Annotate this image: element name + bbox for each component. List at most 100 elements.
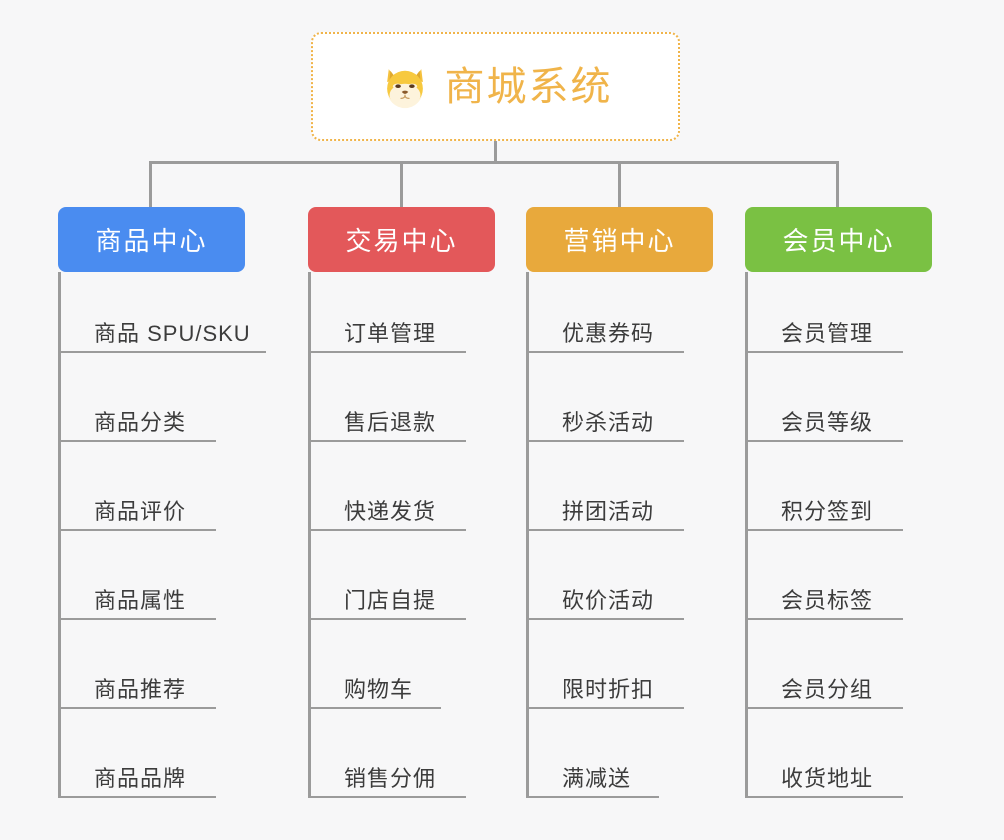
list-item[interactable]: 商品品牌 <box>58 717 245 806</box>
list-item[interactable]: 商品推荐 <box>58 628 245 717</box>
connector-horizontal-bus <box>149 161 839 164</box>
leaf-underline <box>311 707 441 709</box>
leaf-label: 拼团活动 <box>562 499 655 524</box>
leaf-underline <box>748 529 903 531</box>
list-item[interactable]: 商品属性 <box>58 539 245 628</box>
leaf-underline <box>311 440 466 442</box>
leaf-underline <box>529 351 684 353</box>
leaf-underline <box>529 618 684 620</box>
leaf-underline <box>311 618 466 620</box>
leaf-label: 商品 SPU/SKU <box>94 321 251 346</box>
leaf-underline <box>311 351 466 353</box>
leaf-label: 销售分佣 <box>344 766 437 791</box>
leaf-underline <box>748 796 903 798</box>
column-header-1[interactable]: 商品中心 <box>58 207 245 272</box>
column-branch-1: 商品 SPU/SKU 商品分类商品评价商品属性商品推荐商品品牌 <box>58 272 266 806</box>
leaf-label: 秒杀活动 <box>562 410 655 435</box>
column-2: 交易中心订单管理售后退款快递发货门店自提购物车销售分佣 <box>308 207 495 806</box>
list-item[interactable]: 会员管理 <box>745 272 932 361</box>
list-item[interactable]: 限时折扣 <box>526 628 713 717</box>
list-item[interactable]: 会员标签 <box>745 539 932 628</box>
root-node[interactable]: 商城系统 <box>311 32 680 141</box>
shiba-dog-icon <box>379 61 431 113</box>
connector-root-stem <box>494 141 497 163</box>
column-spine-1 <box>58 272 61 798</box>
list-item[interactable]: 砍价活动 <box>526 539 713 628</box>
list-item[interactable]: 商品 SPU/SKU <box>58 272 266 361</box>
leaf-underline <box>61 351 266 353</box>
connector-drop-2 <box>400 161 403 207</box>
connector-drop-3 <box>618 161 621 207</box>
leaf-label: 会员等级 <box>781 410 874 435</box>
leaf-label: 优惠券码 <box>562 321 655 346</box>
list-item[interactable]: 商品分类 <box>58 361 245 450</box>
list-item[interactable]: 秒杀活动 <box>526 361 713 450</box>
column-header-3[interactable]: 营销中心 <box>526 207 713 272</box>
list-item[interactable]: 门店自提 <box>308 539 495 628</box>
list-item[interactable]: 收货地址 <box>745 717 932 806</box>
column-spine-3 <box>526 272 529 798</box>
column-spine-2 <box>308 272 311 798</box>
root-title: 商城系统 <box>444 64 613 109</box>
list-item[interactable]: 会员分组 <box>745 628 932 717</box>
leaf-underline <box>311 796 466 798</box>
list-item[interactable]: 商品评价 <box>58 450 245 539</box>
leaf-label: 限时折扣 <box>562 677 655 702</box>
list-item[interactable]: 购物车 <box>308 628 495 717</box>
list-item[interactable]: 拼团活动 <box>526 450 713 539</box>
leaf-list-3: 优惠券码秒杀活动拼团活动砍价活动限时折扣满减送 <box>526 272 713 806</box>
leaf-underline <box>529 796 659 798</box>
column-3: 营销中心优惠券码秒杀活动拼团活动砍价活动限时折扣满减送 <box>526 207 713 806</box>
leaf-label: 商品属性 <box>94 588 187 613</box>
list-item[interactable]: 满减送 <box>526 717 713 806</box>
leaf-underline <box>61 618 216 620</box>
leaf-label: 购物车 <box>344 677 414 702</box>
leaf-label: 售后退款 <box>344 410 437 435</box>
leaf-list-1: 商品 SPU/SKU 商品分类商品评价商品属性商品推荐商品品牌 <box>58 272 266 806</box>
list-item[interactable]: 积分签到 <box>745 450 932 539</box>
leaf-label: 商品评价 <box>94 499 187 524</box>
column-header-2[interactable]: 交易中心 <box>308 207 495 272</box>
leaf-label: 会员管理 <box>781 321 874 346</box>
leaf-label: 门店自提 <box>344 588 437 613</box>
leaf-label: 订单管理 <box>344 321 437 346</box>
leaf-underline <box>61 529 216 531</box>
leaf-list-2: 订单管理售后退款快递发货门店自提购物车销售分佣 <box>308 272 495 806</box>
leaf-label: 商品品牌 <box>94 766 187 791</box>
leaf-underline <box>311 529 466 531</box>
leaf-underline <box>748 707 903 709</box>
leaf-label: 商品推荐 <box>94 677 187 702</box>
column-1: 商品中心商品 SPU/SKU 商品分类商品评价商品属性商品推荐商品品牌 <box>58 207 266 806</box>
list-item[interactable]: 销售分佣 <box>308 717 495 806</box>
leaf-label: 收货地址 <box>781 766 874 791</box>
connector-drop-1 <box>149 161 152 207</box>
leaf-underline <box>61 707 216 709</box>
leaf-underline <box>748 440 903 442</box>
column-header-4[interactable]: 会员中心 <box>745 207 932 272</box>
list-item[interactable]: 优惠券码 <box>526 272 713 361</box>
leaf-underline <box>748 618 903 620</box>
column-branch-4: 会员管理会员等级积分签到会员标签会员分组收货地址 <box>745 272 932 806</box>
leaf-underline <box>529 440 684 442</box>
leaf-label: 快递发货 <box>344 499 437 524</box>
leaf-list-4: 会员管理会员等级积分签到会员标签会员分组收货地址 <box>745 272 932 806</box>
column-branch-2: 订单管理售后退款快递发货门店自提购物车销售分佣 <box>308 272 495 806</box>
leaf-label: 砍价活动 <box>562 588 655 613</box>
list-item[interactable]: 快递发货 <box>308 450 495 539</box>
leaf-underline <box>529 707 684 709</box>
leaf-underline <box>529 529 684 531</box>
leaf-label: 积分签到 <box>781 499 874 524</box>
leaf-label: 满减送 <box>562 766 632 791</box>
leaf-underline <box>748 351 903 353</box>
list-item[interactable]: 订单管理 <box>308 272 495 361</box>
leaf-label: 商品分类 <box>94 410 187 435</box>
column-spine-4 <box>745 272 748 798</box>
column-4: 会员中心会员管理会员等级积分签到会员标签会员分组收货地址 <box>745 207 932 806</box>
leaf-label: 会员分组 <box>781 677 874 702</box>
list-item[interactable]: 售后退款 <box>308 361 495 450</box>
leaf-label: 会员标签 <box>781 588 874 613</box>
leaf-underline <box>61 796 216 798</box>
leaf-underline <box>61 440 216 442</box>
list-item[interactable]: 会员等级 <box>745 361 932 450</box>
